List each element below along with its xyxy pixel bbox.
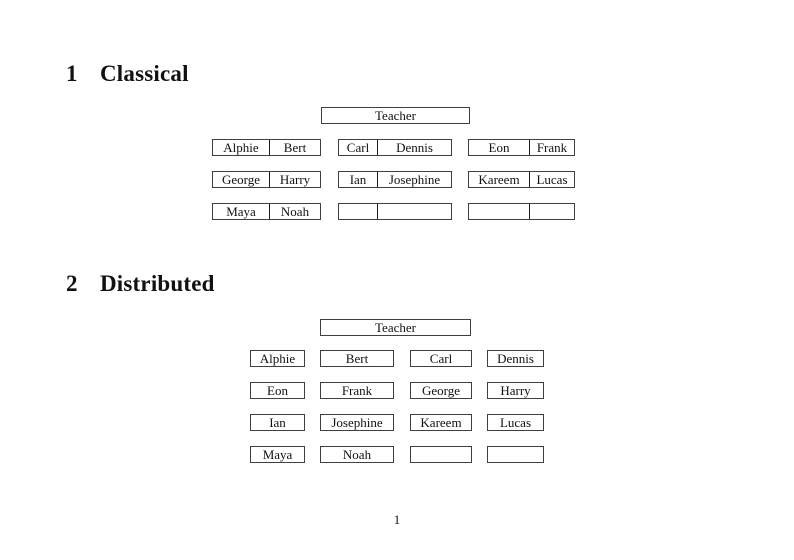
seat: Carl — [429, 351, 453, 366]
desk — [468, 203, 575, 220]
section-title: Classical — [100, 61, 189, 86]
seat: Harry — [500, 383, 531, 398]
seat: Dennis — [396, 140, 433, 155]
section-title: Distributed — [100, 271, 215, 296]
desk: Noah — [320, 446, 394, 463]
seat: Harry — [279, 172, 311, 187]
section-number: 1 — [66, 61, 78, 86]
teacher-label: Teacher — [375, 108, 416, 123]
seat — [488, 447, 543, 462]
desk: Carl Dennis — [338, 139, 452, 156]
seat: Noah — [342, 447, 372, 462]
seat: Maya — [213, 204, 270, 219]
desk: Kareem — [410, 414, 472, 431]
seat: Josephine — [388, 172, 441, 187]
desk: Alphie — [250, 350, 305, 367]
desk: Maya — [250, 446, 305, 463]
section-heading-classical: 1 Classical — [66, 61, 189, 87]
section-number: 2 — [66, 271, 78, 296]
desk: Dennis — [487, 350, 544, 367]
teacher-desk: Teacher — [321, 107, 470, 124]
desk: Eon Frank — [468, 139, 575, 156]
desk: George — [410, 382, 472, 399]
seat: Bert — [283, 140, 307, 155]
seat — [339, 204, 378, 219]
desk: Frank — [320, 382, 394, 399]
desk: Kareem Lucas — [468, 171, 575, 188]
desk: Josephine — [320, 414, 394, 431]
seat: Frank — [536, 140, 568, 155]
seat: Eon — [469, 140, 530, 155]
desk: Ian Josephine — [338, 171, 452, 188]
seat: Dennis — [497, 351, 534, 366]
seat: Carl — [339, 140, 378, 155]
seat — [411, 447, 471, 462]
desk: Harry — [487, 382, 544, 399]
seat: Frank — [341, 383, 373, 398]
teacher-label: Teacher — [375, 320, 416, 335]
section-heading-distributed: 2 Distributed — [66, 271, 215, 297]
seat: George — [213, 172, 270, 187]
desk: Eon — [250, 382, 305, 399]
seat — [469, 204, 530, 219]
seat: Eon — [267, 383, 288, 398]
desk: Bert — [320, 350, 394, 367]
seat: Kareem — [469, 172, 530, 187]
seat: Ian — [339, 172, 378, 187]
seat: Maya — [262, 447, 293, 462]
desk — [410, 446, 472, 463]
seat: Lucas — [536, 172, 568, 187]
seat: Lucas — [499, 415, 532, 430]
seat: George — [421, 383, 461, 398]
desk: Maya Noah — [212, 203, 321, 220]
page-number: 1 — [393, 512, 401, 527]
desk: Alphie Bert — [212, 139, 321, 156]
seat: Noah — [280, 204, 310, 219]
seat: Josephine — [331, 415, 383, 430]
desk: Carl — [410, 350, 472, 367]
seat: Bert — [345, 351, 369, 366]
seat — [530, 204, 574, 219]
seat: Alphie — [213, 140, 270, 155]
desk: George Harry — [212, 171, 321, 188]
desk: Lucas — [487, 414, 544, 431]
desk — [487, 446, 544, 463]
desk — [338, 203, 452, 220]
seat: Ian — [269, 415, 286, 430]
teacher-desk: Teacher — [320, 319, 471, 336]
desk: Ian — [250, 414, 305, 431]
seat — [378, 204, 451, 219]
seat: Alphie — [259, 351, 296, 366]
seat: Kareem — [420, 415, 462, 430]
